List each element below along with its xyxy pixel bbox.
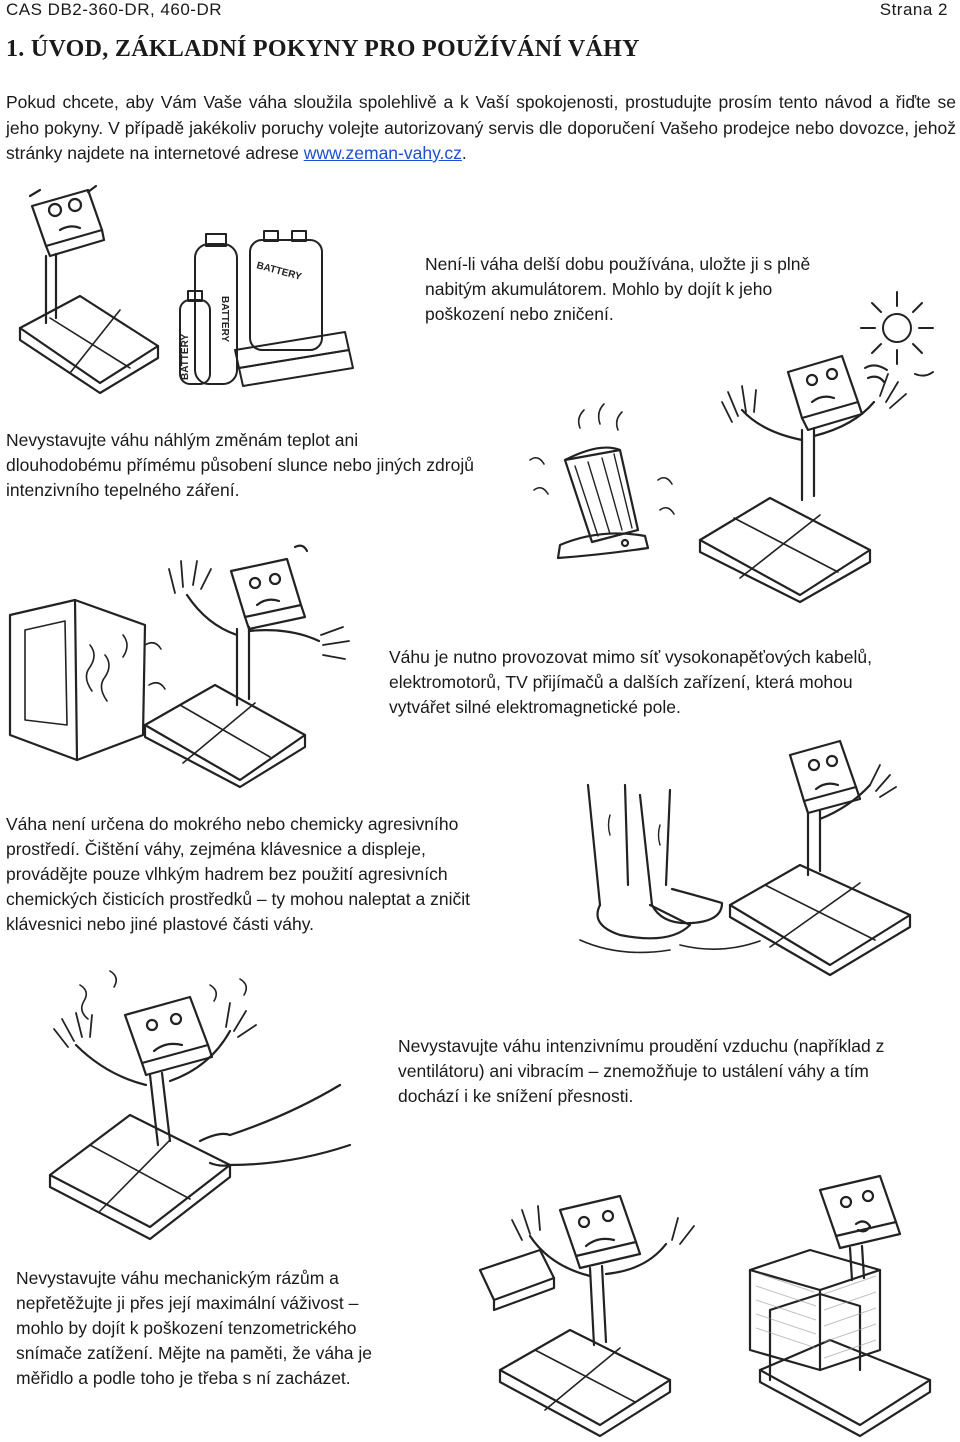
battery-label: BATTERY: [180, 334, 191, 380]
page-number: Strana 2: [879, 0, 948, 19]
intro-text: Pokud chcete, aby Vám Vaše váha sloužila…: [6, 92, 956, 163]
section-title: 1. ÚVOD, ZÁKLADNÍ POKYNY PRO POUŽÍVÁNÍ V…: [6, 36, 640, 62]
website-link[interactable]: www.zeman-vahy.cz: [303, 143, 462, 163]
instruction-temperature: Nevystavujte váhu náhlým změnám teplot a…: [6, 430, 474, 500]
instruction-airflow: Nevystavujte váhu intenzivnímu proudění …: [398, 1036, 885, 1106]
intro-paragraph: Pokud chcete, aby Vám Vaše váha sloužila…: [6, 90, 956, 167]
scale-with-batteries-illustration: BATTERY BATTERY BATTERY: [10, 178, 370, 393]
instruction-electromagnetic: Váhu je nutno provozovat mimo síť vysoko…: [389, 647, 872, 717]
overload-scales-illustration: [460, 1170, 950, 1440]
instruction-wet-environment: Váha není určena do mokrého nebo chemick…: [6, 814, 470, 934]
wet-feet-and-scale-illustration: [570, 735, 940, 975]
vibration-scale-illustration: [30, 965, 370, 1240]
tv-and-scale-illustration: [5, 535, 375, 785]
sun-icon: [855, 288, 945, 383]
heater-and-scale-illustration: [520, 350, 930, 600]
intro-text-end: .: [461, 143, 467, 163]
battery-label: BATTERY: [255, 260, 303, 283]
instruction-overload: Nevystavujte váhu mechanickým rázům a ne…: [16, 1268, 373, 1388]
document-title: CAS DB2-360-DR, 460-DR: [6, 0, 223, 19]
instruction-storage: Není-li váha delší dobu používána, uložt…: [425, 254, 811, 324]
battery-label: BATTERY: [219, 296, 230, 342]
